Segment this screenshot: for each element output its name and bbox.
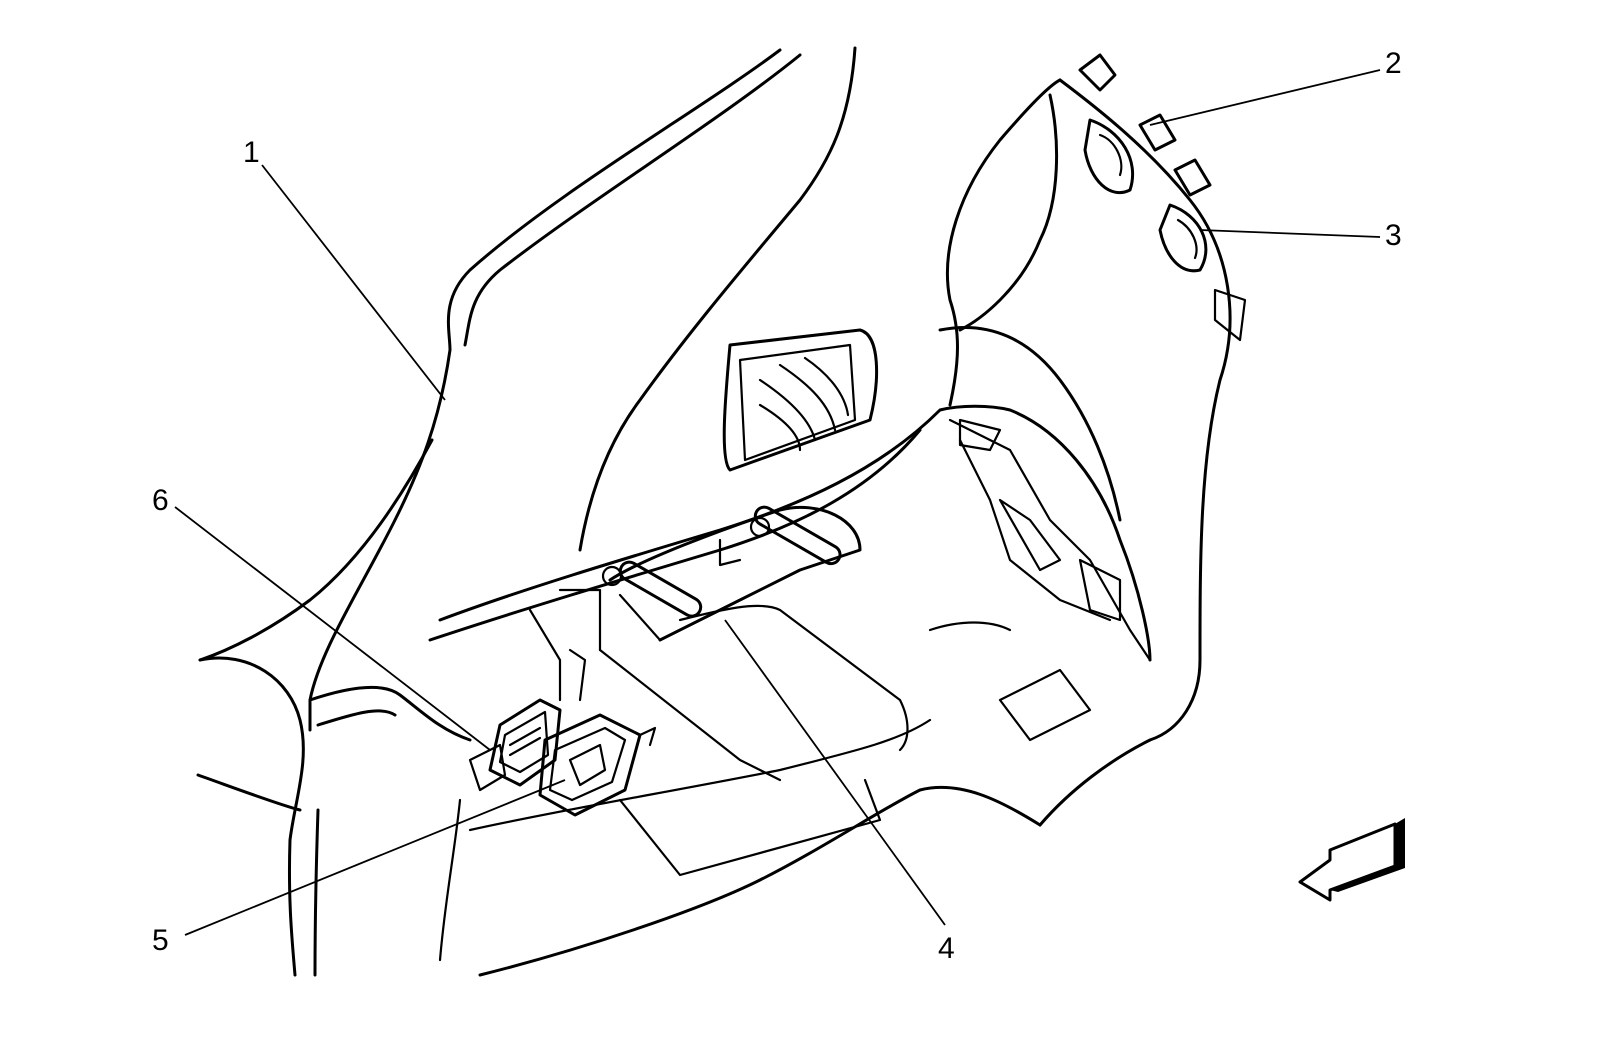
callout-label-6: 6: [152, 484, 169, 517]
left-pillar-trim: [196, 46, 857, 977]
callout-leader-lines: [174, 69, 1381, 936]
callout-label-4: 4: [938, 932, 955, 965]
callout-label-1: 1: [243, 136, 260, 169]
electrical-connectors: [468, 648, 657, 817]
console-support-bracket: [528, 505, 1092, 782]
air-vent-grille: [722, 328, 878, 472]
right-console-compartment: [948, 418, 1152, 662]
floor-console-assembly: [428, 78, 1232, 977]
upper-right-switch-panel: [1078, 53, 1247, 342]
front-direction-arrow-icon: [1298, 818, 1405, 902]
callout-label-5: 5: [152, 924, 169, 957]
callout-label-2: 2: [1385, 47, 1402, 80]
callout-label-3: 3: [1385, 219, 1402, 252]
